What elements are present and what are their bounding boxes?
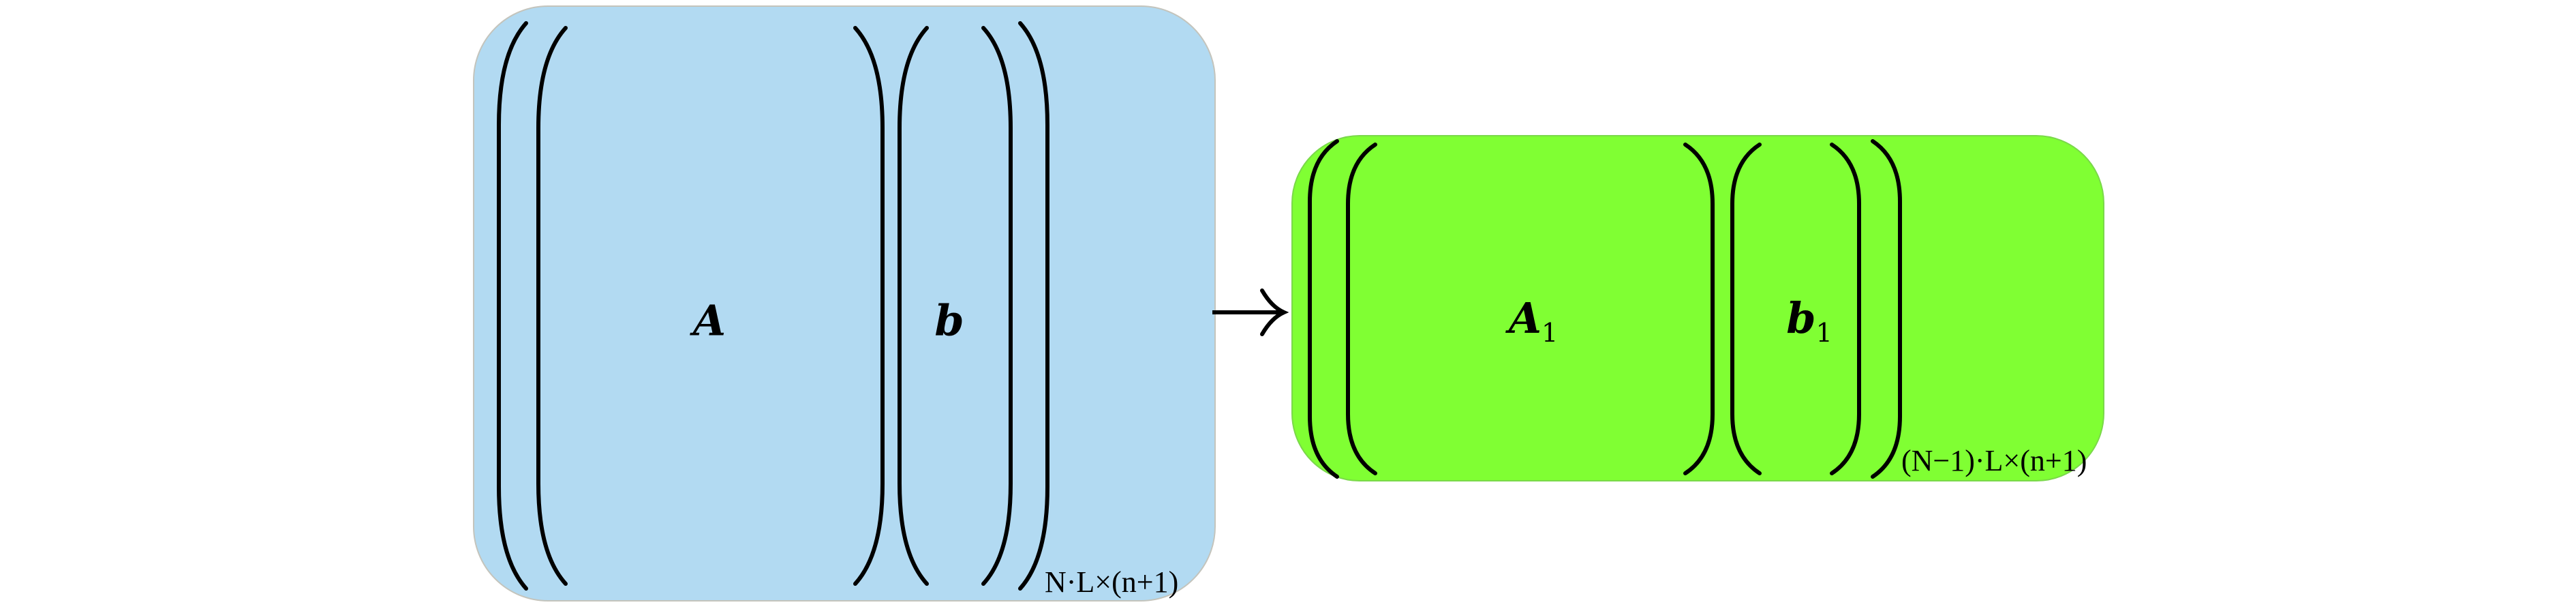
source-system-box (473, 5, 1216, 601)
vector-b-label: b (934, 295, 964, 346)
vector-b1-left-paren (1730, 143, 1762, 475)
outer-left-paren (1308, 139, 1339, 479)
reduced-system-box (1291, 135, 2104, 481)
result-dimension-label: (N−1)·L×(n+1) (1901, 444, 2087, 477)
right-arrow-icon (1212, 288, 1289, 336)
vector-b1-label: b1 (1786, 293, 1833, 348)
vector-b1-right-paren (1830, 143, 1861, 475)
matrix-A-label: A (692, 295, 726, 346)
matrix-A-left-paren (536, 26, 568, 586)
matrix-A1-left-paren (1346, 143, 1377, 475)
matrix-A-right-paren (853, 26, 885, 586)
matrix-A1-right-paren (1683, 143, 1715, 475)
outer-right-paren (1018, 21, 1049, 591)
matrix-A1-label: A1 (1508, 293, 1559, 348)
source-dimension-label: N·L×(n+1) (1045, 565, 1179, 599)
vector-b-left-paren (898, 26, 929, 586)
outer-left-paren (497, 21, 528, 591)
vector-b-right-paren (981, 26, 1013, 586)
outer-right-paren (1871, 139, 1902, 479)
